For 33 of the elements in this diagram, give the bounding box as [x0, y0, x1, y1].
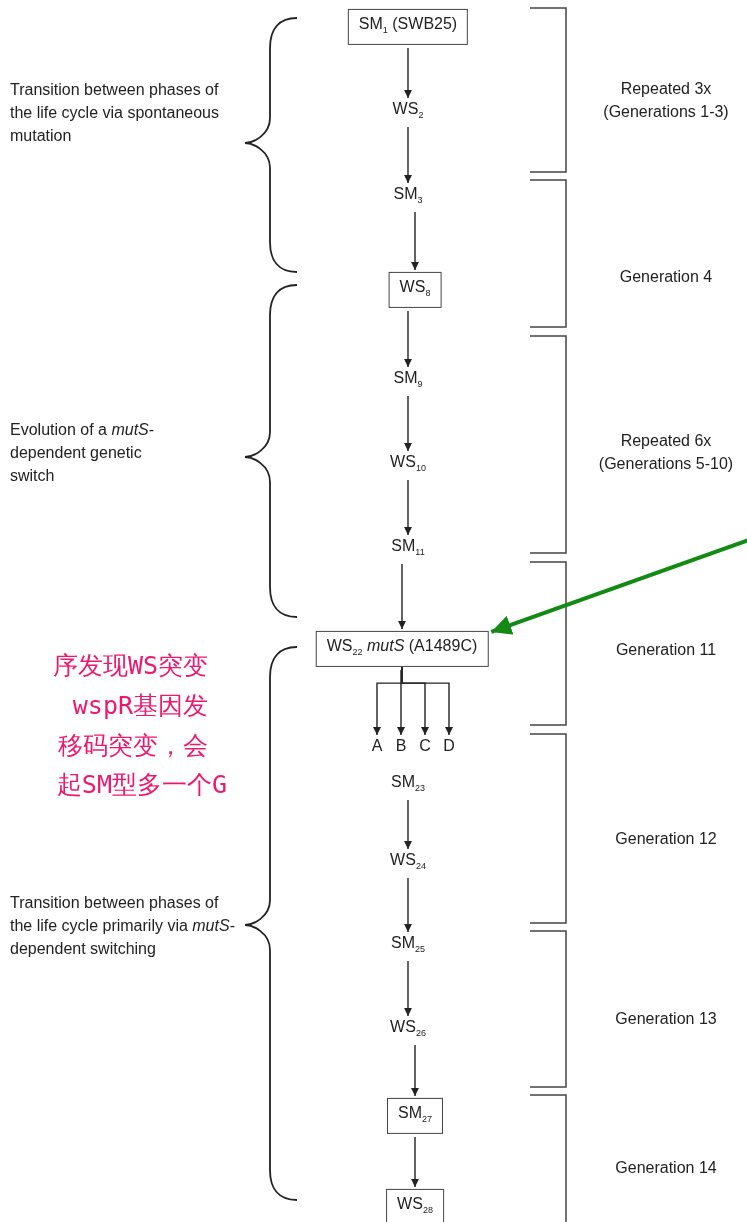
annotation-text: 序发现WS突变 — [51, 651, 208, 681]
brace-label: Evolution of a mutS-dependent genetic switch — [10, 419, 156, 486]
arrow — [404, 960, 412, 1017]
arrow — [404, 395, 412, 452]
brace-label: Transition between phases of the life cycle primarily via mutS-dependent switching — [10, 892, 236, 959]
arrow — [404, 799, 412, 850]
arrow — [404, 877, 412, 933]
strain-box: WS$_{8}$ — [388, 271, 442, 309]
arrow — [411, 211, 419, 271]
generation-label: Generation 13 — [614, 1008, 718, 1029]
arrow — [404, 310, 412, 368]
arrow — [411, 1136, 419, 1188]
arrow — [401, 666, 453, 736]
generation-label: Generation 14 — [614, 1157, 718, 1178]
generation-label: Generation 12 — [614, 828, 718, 849]
generation-label: Generation 11 — [614, 639, 718, 660]
annotation-text: 起SM型多一个G — [55, 770, 227, 800]
generation-label: Repeated 3x (Generations 1-3) — [602, 79, 730, 122]
generation-label: Generation 4 — [618, 266, 714, 287]
arrow — [404, 126, 412, 184]
arrow — [404, 479, 412, 536]
strain-box: SM$_{1}$ (SWB25) — [347, 8, 469, 46]
annotation-text: wspR基因发 — [71, 691, 208, 721]
arrow — [398, 563, 406, 630]
strain-box: WS$_{28}$ — [386, 1188, 444, 1222]
arrow — [411, 1044, 419, 1097]
generation-label: Repeated 6x (Generations 5-10) — [597, 431, 735, 474]
arrow — [404, 47, 412, 99]
strain-box: WS$_{22}$ mutS (A1489C) — [315, 630, 489, 668]
brace-label: Transition between phases of the life cycle via spontaneous mutation — [10, 79, 220, 146]
arrow — [397, 669, 405, 736]
strain-box: SM$_{27}$ — [387, 1097, 443, 1135]
annotation-text: 移码突变，会 — [57, 731, 208, 761]
